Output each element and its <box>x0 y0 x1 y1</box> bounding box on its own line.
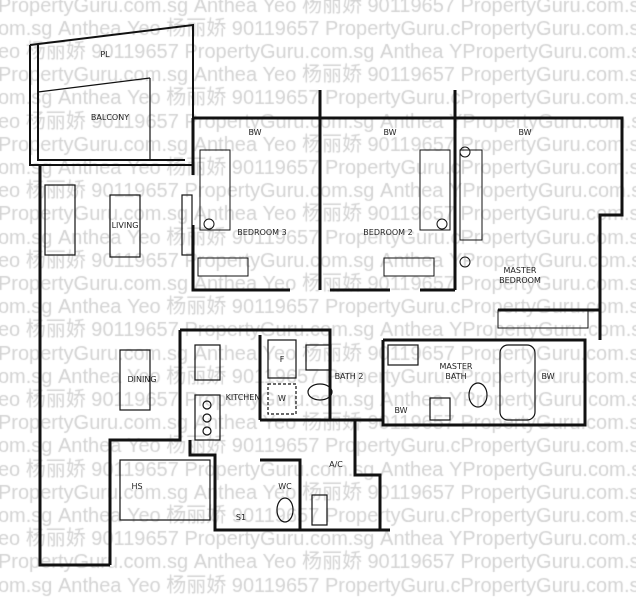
bathtub <box>499 344 536 421</box>
master-toilet <box>468 382 488 408</box>
wc-shower <box>311 494 328 526</box>
label-fridge: F <box>279 355 285 364</box>
outer-walls <box>38 90 624 567</box>
label-bedroom2: BEDROOM 2 <box>363 228 413 237</box>
balcony-outline <box>29 23 194 166</box>
tv-console <box>181 194 193 256</box>
label-bath2: BATH 2 <box>334 372 364 381</box>
label-s1: S1 <box>235 513 247 522</box>
basin <box>305 344 332 371</box>
label-balcony: BALCONY <box>90 113 130 122</box>
label-bedroom3: BEDROOM 3 <box>237 228 287 237</box>
label-master-bath-line2: BATH <box>445 372 467 381</box>
label-bw-bath: BW <box>394 406 408 415</box>
label-ac: A/C <box>329 460 343 469</box>
label-pl: PL <box>100 50 110 59</box>
label-living: LIVING <box>111 221 139 230</box>
shower <box>387 344 419 366</box>
label-bw-master-bath: BW <box>541 372 555 381</box>
stove <box>194 394 221 441</box>
label-dining: DINING <box>127 375 157 384</box>
wardrobes <box>197 146 589 329</box>
coffee-table <box>109 194 141 258</box>
label-bw-bedroom2: BW <box>383 128 397 137</box>
dining-table <box>119 349 151 411</box>
label-hs: HS <box>131 482 143 491</box>
label-bw-master: BW <box>518 128 532 137</box>
sofa <box>44 184 76 256</box>
sink <box>194 344 221 381</box>
furniture <box>44 184 536 526</box>
washer <box>267 383 297 415</box>
label-master-bedroom-line1: MASTER <box>503 266 537 275</box>
household-shelter <box>119 459 211 521</box>
label-washer: W <box>278 394 286 403</box>
vanity <box>429 397 451 421</box>
label-master-bedroom-line2: BEDROOM <box>499 276 541 285</box>
label-master-bath-line1: MASTER <box>439 362 473 371</box>
wc-toilet <box>276 497 294 523</box>
fridge <box>267 339 297 379</box>
toilet <box>307 383 333 401</box>
label-wc: WC <box>278 482 292 491</box>
label-bw-bedroom3: BW <box>248 128 262 137</box>
label-kitchen: KITCHEN <box>225 393 261 402</box>
